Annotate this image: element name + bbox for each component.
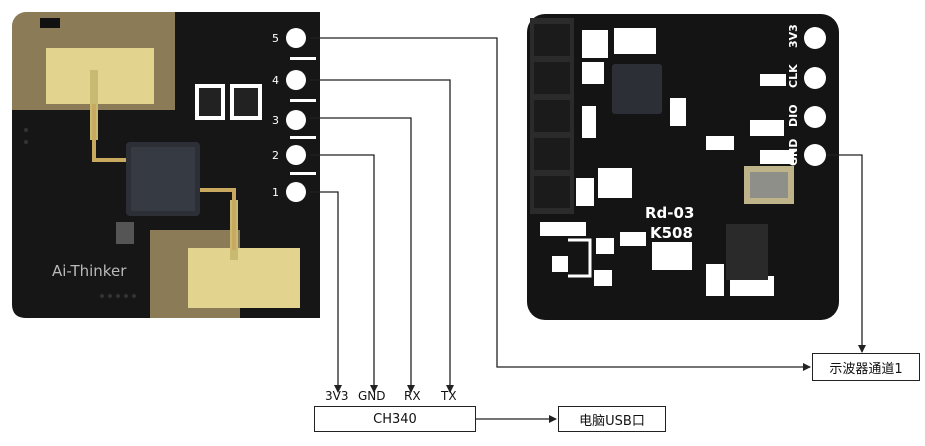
right-pin-label-clk: CLK <box>787 64 800 88</box>
left-pin-header <box>286 28 316 202</box>
right-pin-label-gnd: GND <box>787 139 800 166</box>
wire-gnd-to-scope <box>826 154 866 353</box>
ch340-pin-3v3: 3V3 <box>325 389 349 403</box>
brand-logo-text: Ai-Thinker <box>52 262 127 280</box>
left-pin-label-3: 3 <box>272 114 279 127</box>
wire-pin5-to-scope <box>310 37 811 371</box>
wire-pin1-to-3v3 <box>310 191 342 393</box>
right-chip-icon <box>612 64 662 114</box>
scope-channel-box: 示波器通道1 <box>812 353 920 381</box>
wire-pin2-to-gnd <box>310 154 378 393</box>
ch340-box: CH340 <box>314 406 476 432</box>
left-pin-label-4: 4 <box>272 74 279 87</box>
left-pin-label-2: 2 <box>272 149 279 162</box>
right-pin-label-dio: DIO <box>787 104 800 127</box>
left-pin-label-1: 1 <box>272 186 279 199</box>
board-model-text: Rd-03 <box>645 204 694 222</box>
right-pin-header <box>804 27 826 166</box>
wire-pin4-to-tx <box>310 79 454 393</box>
pc-usb-box: 电脑USB口 <box>558 406 666 432</box>
wire-pin3-to-rx <box>310 117 415 393</box>
chip-code-text: K508 <box>650 224 693 242</box>
ch340-pin-tx: TX <box>441 389 457 403</box>
left-pin-label-5: 5 <box>272 32 279 45</box>
right-pin-label-3v3: 3V3 <box>787 24 800 48</box>
right-radar-board <box>527 14 839 320</box>
ch340-pin-rx: RX <box>404 389 421 403</box>
ch340-pin-gnd: GND <box>358 389 386 403</box>
left-radar-board <box>12 12 320 318</box>
